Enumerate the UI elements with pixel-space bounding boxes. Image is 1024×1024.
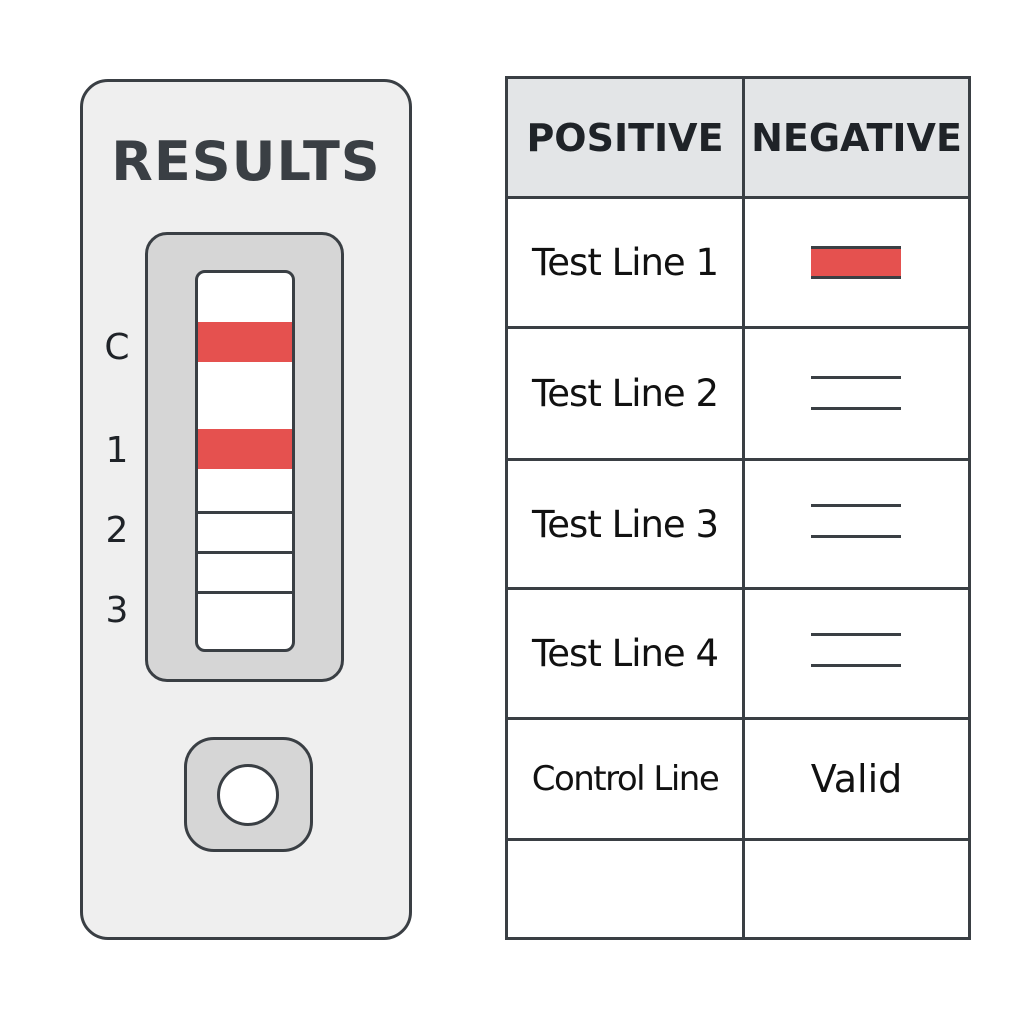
double-line-indicator (811, 504, 901, 538)
strip-divider (198, 551, 292, 554)
marker-c: C (104, 327, 130, 368)
marker-2: 2 (105, 510, 129, 551)
row-divider (508, 838, 968, 841)
row-divider (508, 717, 968, 720)
row-divider (508, 587, 968, 590)
row-divider (508, 326, 968, 329)
results-table: POSITIVE NEGATIVE Test Line 1 Test Line … (505, 76, 971, 940)
header-positive: POSITIVE (526, 115, 724, 160)
strip-divider (198, 591, 292, 594)
row-divider (508, 458, 968, 461)
header-negative: NEGATIVE (751, 115, 962, 160)
table-header (508, 79, 968, 196)
empty-cell (508, 841, 742, 937)
marker-3: 3 (105, 590, 129, 631)
strip-divider (198, 511, 292, 514)
sample-hole (217, 764, 279, 826)
test-cassette: RESULTS C 1 2 3 (80, 79, 412, 940)
control-line-value: Valid (810, 757, 903, 801)
marker-1: 1 (105, 430, 129, 471)
test-strip (195, 270, 295, 652)
double-line-indicator (811, 376, 901, 410)
column-divider (742, 79, 745, 937)
row-label-test-line-4: Test Line 4 (531, 632, 719, 675)
row-divider (508, 196, 968, 199)
row-label-test-line-1: Test Line 1 (531, 241, 719, 284)
double-line-indicator (811, 633, 901, 667)
red-band-indicator (811, 246, 901, 279)
row-label-test-line-3: Test Line 3 (531, 502, 719, 546)
test-band-1 (198, 429, 292, 469)
cassette-title: RESULTS (111, 130, 381, 193)
result-window (145, 232, 344, 682)
row-label-test-line-2: Test Line 2 (531, 372, 719, 415)
row-label-control-line: Control Line (531, 759, 720, 799)
empty-cell (745, 841, 968, 937)
sample-well (184, 737, 313, 852)
control-band (198, 322, 292, 362)
